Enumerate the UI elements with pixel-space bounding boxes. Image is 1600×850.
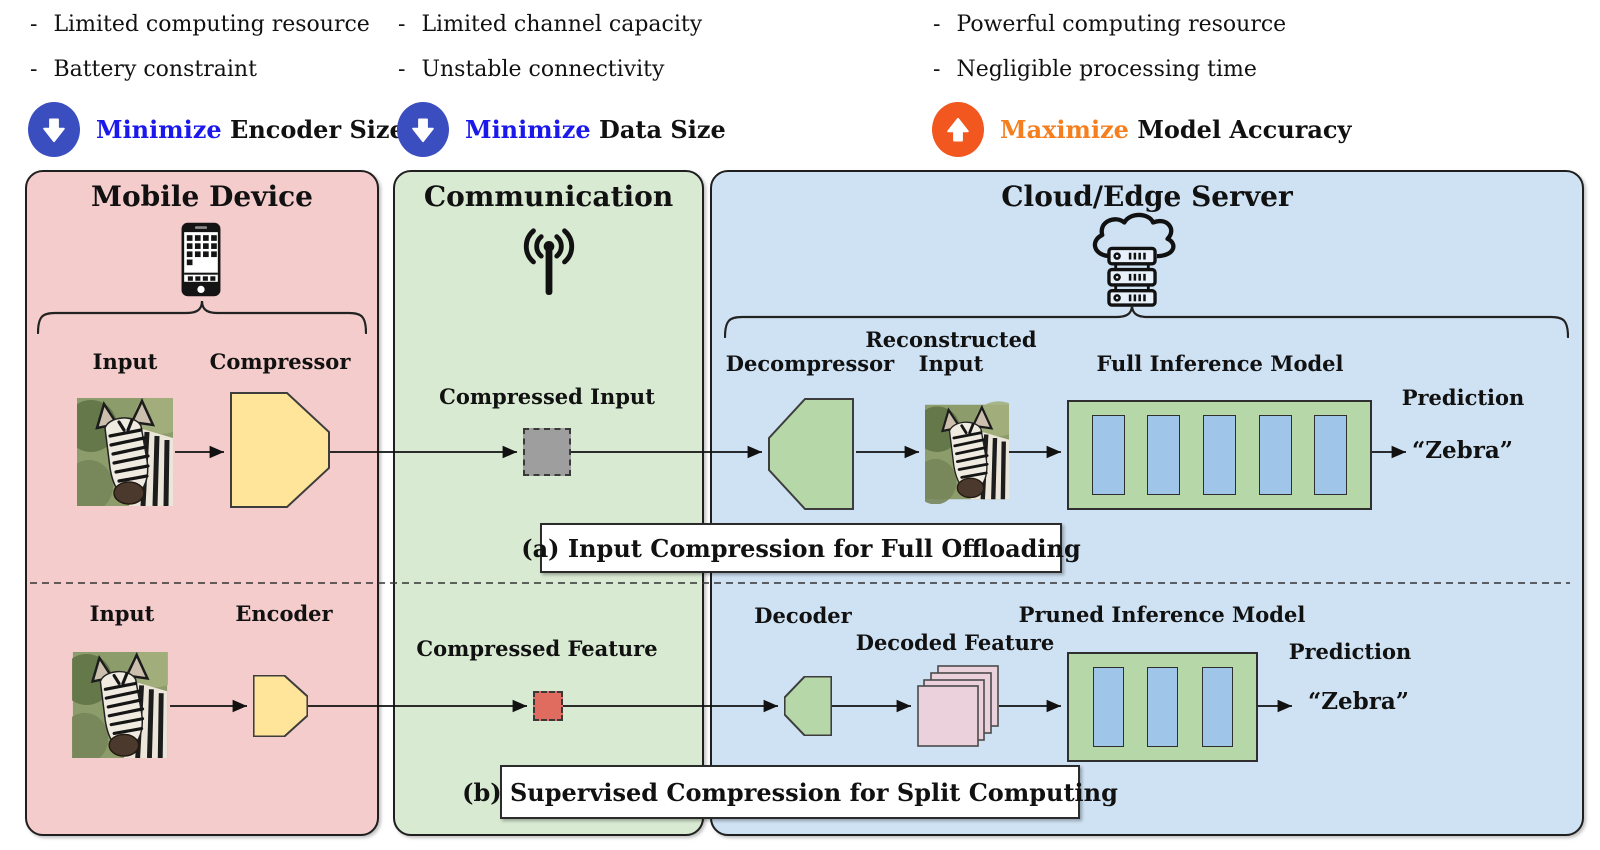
- bullet-dash: -: [30, 12, 38, 37]
- pruned-inference-model-box: [1067, 652, 1258, 762]
- decompressor-label: Decompressor: [725, 351, 895, 376]
- model-layer-block: [1092, 667, 1124, 747]
- zebra-photo-reconstructed: [925, 400, 1009, 504]
- model-layer-block: [1147, 415, 1181, 495]
- bullet-text: Unstable connectivity: [421, 57, 665, 82]
- decoder-label: Decoder: [754, 603, 852, 628]
- goal-minimize-encoder: Minimize Encoder Size: [28, 102, 405, 157]
- bullet-dash: -: [933, 57, 941, 82]
- reconstructed-input-label: Reconstructed Input: [865, 327, 1037, 377]
- model-layer-block: [1314, 415, 1348, 495]
- decoder-shape: [784, 676, 832, 736]
- server-panel-title: Cloud/Edge Server: [1001, 180, 1293, 213]
- smartphone-icon: [181, 222, 221, 297]
- prediction-value-a: “Zebra”: [1412, 437, 1513, 464]
- pruned-inference-model-label: Pruned Inference Model: [1018, 602, 1306, 627]
- compressed-input-square: [523, 428, 571, 476]
- goal-objective: Data Size: [599, 115, 726, 144]
- model-layer-block: [1202, 415, 1236, 495]
- bullet-negligible-time: - Negligible processing time: [933, 57, 1257, 82]
- model-layer-block: [1201, 667, 1233, 747]
- cloud-server-icon: [1092, 212, 1176, 307]
- bullet-dash: -: [30, 57, 38, 82]
- bullet-dash: -: [398, 12, 406, 37]
- mobile-brace: [37, 300, 367, 334]
- communication-panel: Communication: [393, 170, 704, 836]
- mobile-panel-title: Mobile Device: [91, 180, 313, 213]
- antenna-icon: [523, 228, 575, 295]
- goal-verb: Minimize: [96, 115, 222, 144]
- up-arrow-circle-icon: [932, 102, 984, 157]
- bullet-text: Battery constraint: [53, 57, 257, 82]
- goal-maximize-accuracy: Maximize Model Accuracy: [932, 102, 1351, 157]
- prediction-label-b: Prediction: [1288, 639, 1412, 664]
- bullet-text: Limited computing resource: [53, 12, 370, 37]
- goal-objective: Model Accuracy: [1137, 115, 1352, 144]
- down-arrow-circle-icon: [397, 102, 449, 157]
- bullet-text: Negligible processing time: [956, 57, 1257, 82]
- model-layer-block: [1147, 667, 1178, 747]
- bullet-dash: -: [933, 12, 941, 37]
- communication-panel-title: Communication: [423, 180, 674, 213]
- bullet-text: Limited channel capacity: [421, 12, 703, 37]
- encoder-label: Encoder: [235, 601, 333, 626]
- bullet-dash: -: [398, 57, 406, 82]
- full-inference-model-box: [1067, 400, 1372, 510]
- model-layer-block: [1091, 415, 1125, 495]
- zebra-photo-input-a: [77, 398, 173, 506]
- bullet-channel-capacity: - Limited channel capacity: [398, 12, 702, 37]
- bullet-text: Powerful computing resource: [956, 12, 1287, 37]
- bullet-limited-computing: - Limited computing resource: [30, 12, 370, 37]
- server-brace: [724, 304, 1569, 338]
- decoded-feature-label: Decoded Feature: [855, 630, 1055, 655]
- down-arrow-circle-icon: [28, 102, 80, 157]
- prediction-label-a: Prediction: [1401, 385, 1525, 410]
- caption-a: (a) Input Compression for Full Offloadin…: [521, 523, 1081, 573]
- bullet-battery: - Battery constraint: [30, 57, 257, 82]
- goal-text: Minimize Encoder Size: [96, 115, 405, 144]
- input-label-b: Input: [89, 601, 155, 626]
- compressor-label: Compressor: [209, 349, 351, 374]
- zebra-photo-input-b: [72, 652, 168, 758]
- prediction-value-b: “Zebra”: [1308, 688, 1409, 715]
- goal-verb: Maximize: [1000, 115, 1129, 144]
- encoder-shape: [253, 675, 308, 737]
- decompressor-shape: [768, 398, 854, 510]
- caption-b: (b) Supervised Compression for Split Com…: [462, 765, 1118, 819]
- compressed-input-label: Compressed Input: [439, 384, 655, 409]
- model-layer-block: [1258, 415, 1292, 495]
- decoded-feature-stack: [917, 665, 999, 747]
- compressor-shape: [230, 392, 330, 508]
- goal-text: Maximize Model Accuracy: [1000, 115, 1351, 144]
- goal-verb: Minimize: [465, 115, 591, 144]
- goal-objective: Encoder Size: [230, 115, 405, 144]
- input-label-a: Input: [92, 349, 158, 374]
- bullet-powerful-computing: - Powerful computing resource: [933, 12, 1286, 37]
- compressed-feature-label: Compressed Feature: [416, 636, 658, 661]
- goal-text: Minimize Data Size: [465, 115, 726, 144]
- bullet-unstable-connectivity: - Unstable connectivity: [398, 57, 664, 82]
- compressed-feature-square: [533, 691, 563, 721]
- full-inference-model-label: Full Inference Model: [1096, 351, 1344, 376]
- goal-minimize-data: Minimize Data Size: [397, 102, 726, 157]
